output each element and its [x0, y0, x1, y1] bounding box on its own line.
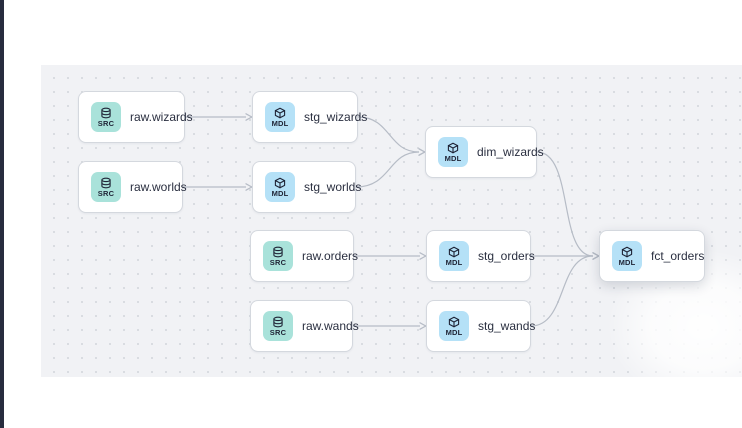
node-type-label: SRC [269, 257, 287, 267]
node-type-label: SRC [97, 188, 115, 198]
node-type-label: MDL [444, 153, 462, 163]
database-icon [273, 246, 283, 258]
cube-icon [274, 107, 286, 119]
node-name-label: raw.wands [302, 319, 359, 333]
cube-icon [274, 177, 286, 189]
node-name-label: raw.orders [302, 249, 359, 263]
database-icon [273, 316, 283, 328]
cube-icon [447, 142, 459, 154]
node-type-badge: SRC [263, 241, 293, 271]
node-type-label: MDL [271, 118, 289, 128]
node-type-badge: MDL [265, 172, 295, 202]
node-type-badge: MDL [439, 241, 469, 271]
node-type-label: MDL [271, 188, 289, 198]
dag-node-stg_orders[interactable]: MDL stg_orders [426, 230, 535, 282]
node-type-badge: SRC [91, 172, 121, 202]
node-type-badge: MDL [438, 137, 468, 167]
dag-node-raw_worlds[interactable]: SRC raw.worlds [78, 161, 187, 213]
node-name-label: raw.worlds [130, 180, 187, 194]
node-name-label: dim_wizards [477, 145, 544, 159]
database-icon [101, 107, 111, 119]
cube-icon [621, 246, 633, 258]
dag-node-stg_worlds[interactable]: MDL stg_worlds [252, 161, 361, 213]
node-name-label: stg_orders [478, 249, 535, 263]
node-name-label: fct_orders [651, 249, 705, 263]
node-name-label: raw.wizards [130, 110, 193, 124]
node-type-label: MDL [618, 257, 636, 267]
database-icon [101, 177, 111, 189]
node-type-label: MDL [445, 257, 463, 267]
dag-node-stg_wands[interactable]: MDL stg_wands [426, 300, 535, 352]
node-type-badge: SRC [91, 102, 121, 132]
node-type-badge: MDL [612, 241, 642, 271]
cube-icon [448, 246, 460, 258]
left-edge-strip [0, 0, 4, 428]
node-name-label: stg_wizards [304, 110, 368, 124]
dag-node-raw_orders[interactable]: SRC raw.orders [250, 230, 358, 282]
dag-node-stg_wizards[interactable]: MDL stg_wizards [252, 91, 367, 143]
dag-node-dim_wizards[interactable]: MDL dim_wizards [425, 126, 544, 178]
node-type-label: MDL [445, 327, 463, 337]
node-type-badge: SRC [263, 311, 293, 341]
node-name-label: stg_wands [478, 319, 536, 333]
node-type-badge: MDL [439, 311, 469, 341]
node-name-label: stg_worlds [304, 180, 362, 194]
dag-node-raw_wands[interactable]: SRC raw.wands [250, 300, 359, 352]
dag-node-fct_orders[interactable]: MDL fct_orders [599, 230, 705, 282]
node-type-label: SRC [269, 327, 287, 337]
node-type-label: SRC [97, 118, 115, 128]
node-type-badge: MDL [265, 102, 295, 132]
dag-node-raw_wizards[interactable]: SRC raw.wizards [78, 91, 193, 143]
cube-icon [448, 316, 460, 328]
